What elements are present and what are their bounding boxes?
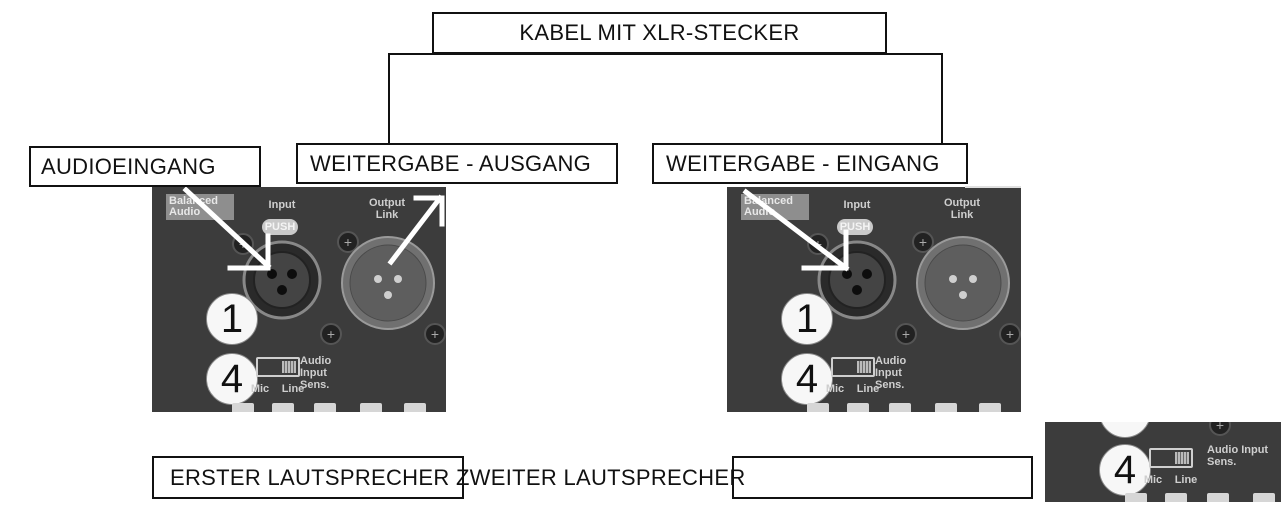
mic-label: Mic [250, 383, 270, 395]
callout-1: 1 [206, 293, 258, 345]
balanced-audio-tag: Balanced Audio [741, 194, 809, 220]
screw: + [320, 323, 342, 345]
sensitivity-switch [1149, 448, 1193, 468]
inset-panel: 4 + Audio Input Sens. Mic Line [1045, 422, 1281, 502]
output-link-label: Output Link [943, 197, 981, 221]
line-label: Line [1174, 474, 1198, 486]
callout-4: 4 [781, 353, 833, 405]
panel-key [979, 403, 1001, 412]
audio-input-sens-label: Audio Input Sens. [875, 355, 907, 391]
input-label: Input [268, 199, 296, 211]
connector-line-left [388, 53, 390, 145]
connector-line-horizontal [388, 53, 943, 55]
sensitivity-switch [256, 357, 300, 377]
panel-key [1207, 493, 1229, 502]
panel-key [889, 403, 911, 412]
audio-input-sens-label: Audio Input Sens. [300, 355, 332, 391]
audio-input-label-text: AUDIOEINGANG [41, 153, 216, 179]
panel-key [1165, 493, 1187, 502]
cable-label-text: KABEL MIT XLR-STECKER [519, 20, 800, 45]
audio-input-sens-label: Audio Input Sens. [1207, 444, 1269, 468]
panel-key [232, 403, 254, 412]
panel-key [847, 403, 869, 412]
separator-line [965, 186, 1021, 188]
panel-key [807, 403, 829, 412]
xlr-male-connector [916, 236, 1010, 330]
cable-label: KABEL MIT XLR-STECKER [432, 12, 887, 54]
input-label: Input [843, 199, 871, 211]
mic-label: Mic [1143, 474, 1163, 486]
line-label: Line [281, 383, 305, 395]
screw: + [999, 323, 1021, 345]
screw: + [912, 231, 934, 253]
mic-label: Mic [825, 383, 845, 395]
panel-key [1125, 493, 1147, 502]
screw: + [895, 323, 917, 345]
link-output-label: WEITERGABE - AUSGANG [296, 143, 618, 184]
output-link-label: Output Link [368, 197, 406, 221]
callout-4: 4 [1099, 444, 1151, 496]
screw: + [1209, 422, 1231, 436]
panel-key [360, 403, 382, 412]
panel-key [935, 403, 957, 412]
screw: + [337, 231, 359, 253]
push-button: PUSH [262, 219, 298, 235]
push-button: PUSH [837, 219, 873, 235]
speaker-1-panel: Balanced Audio Input Output Link PUSH + … [152, 187, 446, 412]
balanced-audio-tag: Balanced Audio [166, 194, 234, 220]
audio-input-label: AUDIOEINGANG [29, 146, 261, 187]
callout-1: 1 [781, 293, 833, 345]
callout-1-partial [1099, 422, 1151, 438]
xlr-male-connector [341, 236, 435, 330]
speaker-labels-text: ERSTER LAUTSPRECHER ZWEITER LAUTSPRECHER [170, 465, 746, 490]
speaker-label-box-left [152, 456, 464, 499]
screw: + [424, 323, 446, 345]
speaker-2-panel: Balanced Audio Input Output Link PUSH + … [727, 187, 1021, 412]
link-input-label-text: WEITERGABE - EINGANG [666, 150, 940, 176]
line-label: Line [856, 383, 880, 395]
sensitivity-switch [831, 357, 875, 377]
panel-key [1253, 493, 1275, 502]
link-output-label-text: WEITERGABE - AUSGANG [310, 150, 592, 176]
speaker-label-box-right [732, 456, 1033, 499]
panel-key [404, 403, 426, 412]
callout-4: 4 [206, 353, 258, 405]
panel-key [272, 403, 294, 412]
panel-key [314, 403, 336, 412]
connector-line-right [941, 53, 943, 145]
link-input-label: WEITERGABE - EINGANG [652, 143, 968, 184]
